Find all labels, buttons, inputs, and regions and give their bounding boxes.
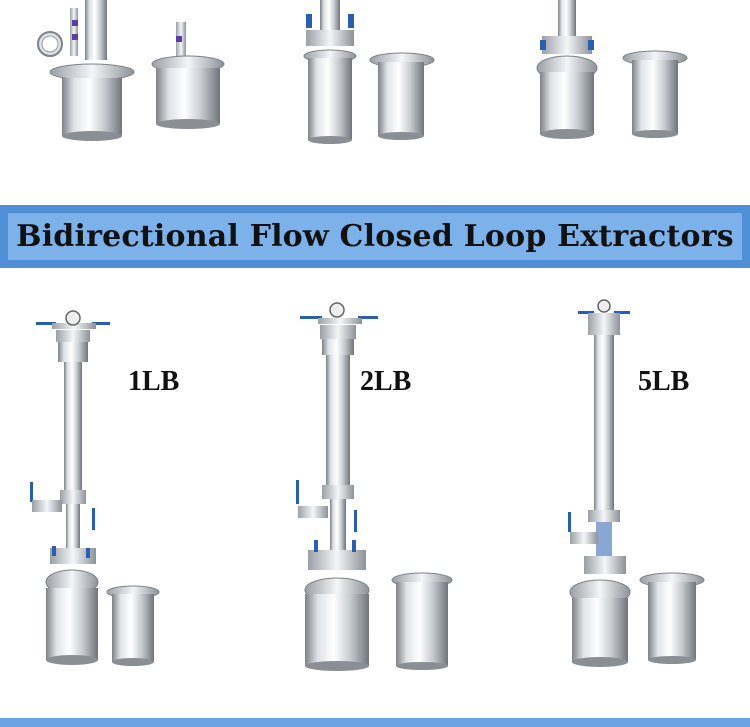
size-label-5lb: 5LB <box>638 366 690 397</box>
banner-title: Bidirectional Flow Closed Loop Extractor… <box>16 219 734 254</box>
title-banner-inner <box>8 213 742 260</box>
extractor-5lb <box>568 299 705 667</box>
title-banner: Bidirectional Flow Closed Loop Extractor… <box>0 205 750 268</box>
top-product-1 <box>37 0 225 141</box>
top-product-2 <box>303 0 435 144</box>
top-product-3 <box>536 0 688 139</box>
size-label-2lb: 2LB <box>360 366 412 397</box>
bottom-banner-strip <box>0 718 750 727</box>
size-label-1lb: 1LB <box>128 366 180 397</box>
extractor-2lb <box>296 302 453 671</box>
extractor-1lb <box>30 310 160 666</box>
